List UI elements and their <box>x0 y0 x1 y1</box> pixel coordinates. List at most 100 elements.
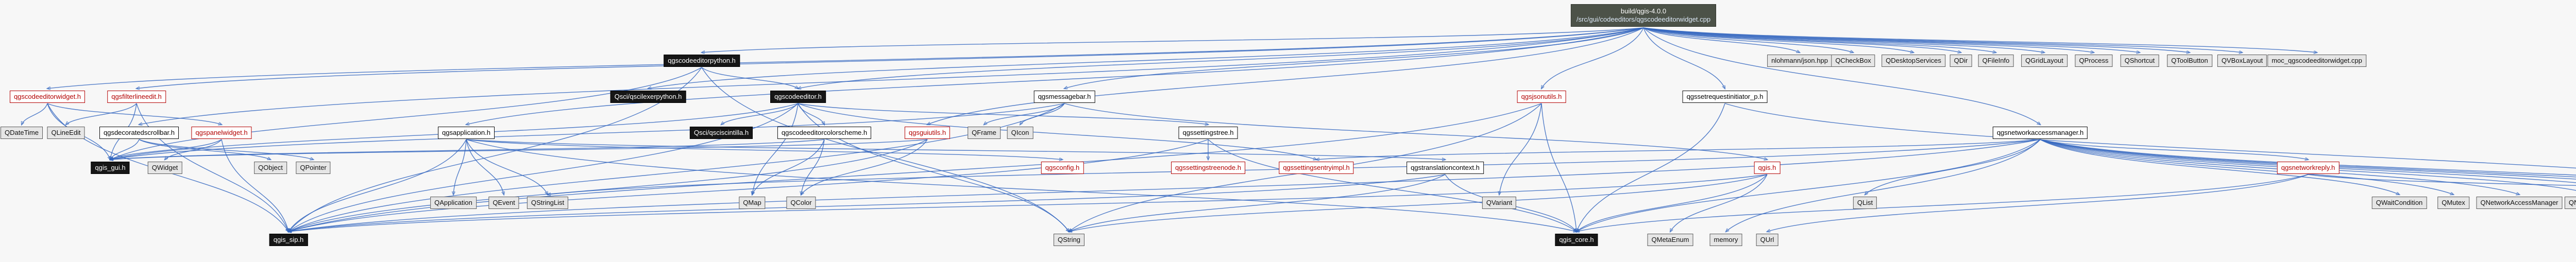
graph-node-guiutils[interactable]: qgsguiutils.h <box>904 127 951 139</box>
graph-node-label: QWidget <box>151 164 178 171</box>
graph-node-qnam: QNetworkAccessManager <box>2476 197 2563 209</box>
graph-node-moc: moc_qgscodeeditorwidget.cpp <box>2267 55 2366 67</box>
graph-node-label: qgsfilterlineedit.h <box>111 93 162 100</box>
include-edge <box>47 103 222 125</box>
include-edge <box>1643 27 2317 53</box>
include-edge <box>466 139 548 195</box>
graph-node-py[interactable]: qgscodeeditorpython.h <box>664 55 740 67</box>
graph-node-label: QList <box>1857 199 1873 206</box>
include-edge <box>2040 139 2308 160</box>
graph-node-label: QColor <box>790 199 812 206</box>
include-edge <box>702 27 1644 53</box>
graph-node-settingsimpl[interactable]: qgssettingsentryimpl.h <box>1279 162 1354 174</box>
graph-node-label: QString <box>1057 236 1081 243</box>
graph-node-qvariant: QVariant <box>1482 197 1517 209</box>
graph-node-qmutex: QMutex <box>2437 197 2469 209</box>
include-edge <box>289 139 2041 232</box>
graph-node-qlist: QList <box>1853 197 1877 209</box>
graph-node-qgsconfig[interactable]: qgsconfig.h <box>1041 162 1084 174</box>
include-edge <box>2040 139 2453 195</box>
graph-node-sip[interactable]: qgis_sip.h <box>269 234 308 246</box>
graph-node-label: QNetworkAccessManager <box>2480 199 2558 206</box>
include-edge <box>1726 139 2041 232</box>
include-edge <box>466 139 1062 160</box>
graph-node-qdesktop: QDesktopServices <box>1882 55 1945 67</box>
include-edge <box>289 174 1446 232</box>
include-edge <box>466 139 1577 232</box>
graph-node-qmap: QMap <box>739 197 766 209</box>
graph-node-msgbar[interactable]: qgsmessagebar.h <box>1033 91 1095 103</box>
graph-node-colorscheme[interactable]: qgscodeeditorcolorscheme.h <box>777 127 872 139</box>
graph-node-qobject: QObject <box>254 162 287 174</box>
include-edge <box>2040 139 2399 195</box>
graph-node-editorh[interactable]: qgscodeeditor.h <box>770 91 826 103</box>
include-edge <box>1541 103 1577 232</box>
graph-node-label: qgscodeeditorpython.h <box>668 57 736 64</box>
include-edge <box>1670 174 1768 232</box>
graph-node-lexpy[interactable]: Qsci/qscilexerpython.h <box>610 91 686 103</box>
graph-node-jsonutils[interactable]: qgsjsonutils.h <box>1517 91 1566 103</box>
include-edge <box>2040 139 2576 178</box>
include-edge <box>110 139 928 160</box>
graph-node-core[interactable]: qgis_core.h <box>1555 234 1598 246</box>
include-edge <box>1643 27 1800 53</box>
graph-node-label: QLineEdit <box>51 129 81 136</box>
include-edge <box>752 103 799 195</box>
graph-node-label: qgsmessagebar.h <box>1038 93 1091 100</box>
graph-node-label: qgssettingsentryimpl.h <box>1283 164 1350 171</box>
graph-node-label: memory <box>1714 236 1738 243</box>
include-edge <box>1643 27 1996 53</box>
graph-node-qgish[interactable]: qgis.h <box>1754 162 1781 174</box>
graph-node-label: QMutex <box>2442 199 2465 206</box>
graph-node-panel[interactable]: qgspanelwidget.h <box>191 127 252 139</box>
include-edge <box>1208 139 1577 232</box>
include-edge <box>289 139 467 232</box>
graph-node-scintilla[interactable]: Qsci/qsciscintilla.h <box>689 127 753 139</box>
graph-node-label: QDesktopServices <box>1886 57 1941 64</box>
graph-node-netreply[interactable]: qgsnetworkreply.h <box>2277 162 2340 174</box>
graph-node-label: QObject <box>258 164 283 171</box>
graph-node-label: qgspanelwidget.h <box>195 129 248 136</box>
graph-node-label: qgis.h <box>1758 164 1776 171</box>
graph-node-qshortcut: QShortcut <box>2120 55 2159 67</box>
include-edge <box>110 103 1065 160</box>
include-edge <box>648 27 1644 89</box>
graph-node-widgeth[interactable]: qgscodeeditorwidget.h <box>9 91 86 103</box>
graph-node-scrollbar[interactable]: qgsdecoratedscrollbar.h <box>99 127 179 139</box>
graph-node-qgrid: QGridLayout <box>2021 55 2067 67</box>
include-edge <box>1316 139 2041 160</box>
graph-node-filterline[interactable]: qgsfilterlineedit.h <box>107 91 166 103</box>
graph-node-label: QFrame <box>972 129 996 136</box>
graph-node-label: QPointer <box>300 164 327 171</box>
graph-node-label: qgis_gui.h <box>95 164 126 171</box>
graph-node-qapplication: QApplication <box>430 197 477 209</box>
graph-node-translationctx[interactable]: qgstranslationcontext.h <box>1406 162 1484 174</box>
include-edge <box>701 67 798 89</box>
graph-node-label: qgis_core.h <box>1559 236 1594 243</box>
include-edge <box>466 27 1644 125</box>
graph-node-qicon: QIcon <box>1007 127 1033 139</box>
graph-node-label: qgsjsonutils.h <box>1521 93 1562 100</box>
include-edge <box>2308 174 2576 186</box>
include-edge <box>289 103 1542 232</box>
include-edge <box>798 103 1316 160</box>
include-edge <box>66 103 137 125</box>
graph-node-qlineedit: QLineEdit <box>47 127 85 139</box>
graph-node-qpointer: QPointer <box>296 162 331 174</box>
graph-node-settingsnode[interactable]: qgssettingstreenode.h <box>1171 162 1245 174</box>
graph-node-label: QMap <box>743 199 761 206</box>
graph-node-guilib[interactable]: qgis_gui.h <box>91 162 130 174</box>
graph-node-label: /src/gui/codeeditors/qgscodeeditorwidget… <box>1576 15 1711 23</box>
include-edge <box>801 139 825 195</box>
graph-node-netmgr[interactable]: qgsnetworkaccessmanager.h <box>1992 127 2088 139</box>
graph-node-qwidget: QWidget <box>147 162 182 174</box>
graph-node-label: qgssettingstree.h <box>1182 129 1234 136</box>
include-edge <box>139 27 1644 125</box>
graph-node-setreq[interactable]: qgssetrequestinitiator_p.h <box>1682 91 1768 103</box>
graph-node-settingstree[interactable]: qgssettingstree.h <box>1178 127 1238 139</box>
graph-node-label: qgis_sip.h <box>273 236 304 243</box>
graph-node-app[interactable]: qgsapplication.h <box>438 127 495 139</box>
include-edge <box>752 139 825 195</box>
graph-node-qurl: QUrl <box>1756 234 1778 246</box>
